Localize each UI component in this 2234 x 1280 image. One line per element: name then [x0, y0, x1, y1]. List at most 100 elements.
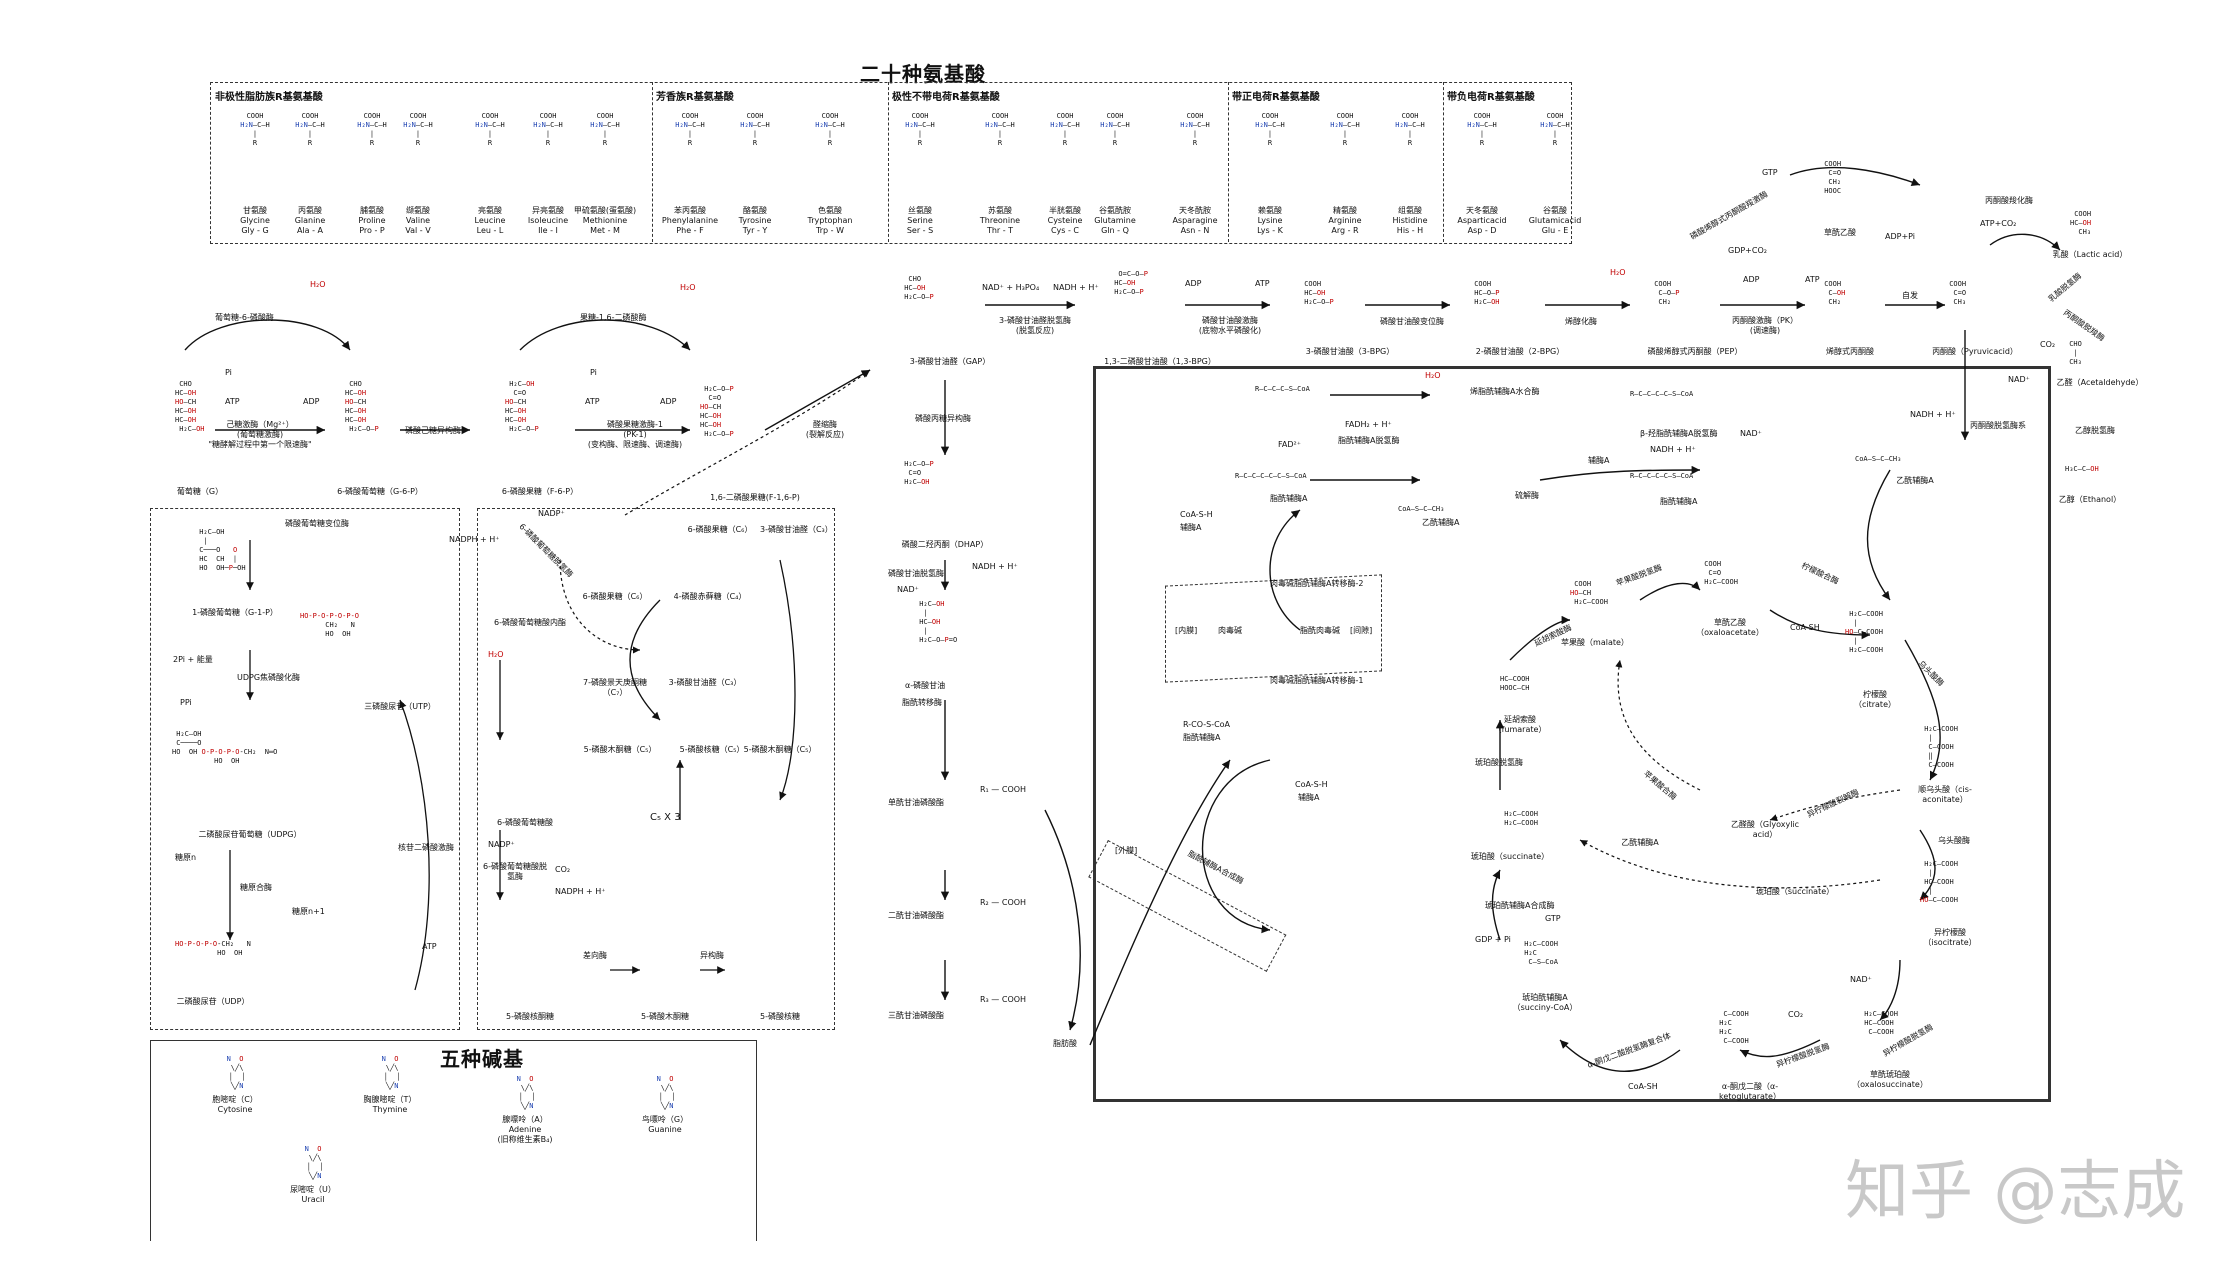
label-succinate: 琥珀酸（succinate） [1470, 852, 1550, 861]
section-label: 带负电荷R基氨基酸 [1447, 92, 1535, 103]
oxaloacetate-structure: COOH C=O CH₂ HOOC [1824, 160, 1842, 195]
cofactor-fad: FAD²⁺ [1278, 440, 1301, 449]
label-acetylcoa-beta: 乙酰辅酶A [1422, 518, 1460, 527]
mitochondria-panel [1093, 366, 2051, 1102]
cofactor-h2o: H₂O [488, 650, 504, 659]
f16bp-structure: H₂C–O–P C=O HO–CH HC–OH HC–OH H₂C–O–P [700, 385, 734, 438]
watermark: 知乎 @志成 [1845, 1155, 2186, 1229]
section-label: 芳香族R基氨基酸 [656, 92, 734, 103]
divider [652, 82, 653, 242]
base-structure: N O \╱\ │ │ ╲╱N [516, 1075, 536, 1110]
enzyme-udpg-ppase: UDPG焦磷酸化酶 [237, 673, 301, 682]
g1p-structure: H₂C–OH | C───O O HC CH | HO OH─P─OH [199, 528, 246, 572]
amino-acid-structure: COOH H₂N–C–H | R [740, 112, 770, 147]
amino-acid-structure: COOH H₂N–C–H | R [1100, 112, 1130, 147]
label-cx3: C₅ X 3 [650, 812, 681, 823]
cofactor-nad-h3po4: NAD⁺ + H₃PO₄ [982, 283, 1040, 292]
cofactor-h2o: H₂O [310, 280, 326, 289]
utp-structure: HO-P-O-P-O-P-O CH₂ N HO OH [300, 612, 360, 638]
bases-panel [150, 1040, 757, 1241]
amino-acid-cn: 缬氨酸 [406, 206, 430, 215]
base-en: Guanine [648, 1125, 682, 1134]
base-en: Uracil [301, 1195, 325, 1204]
amino-acid-en: Proline [358, 216, 386, 225]
amino-acid-code: Cys - C [1050, 226, 1080, 235]
dhap-structure: H₂C–O–P C=O H₂C–OH [900, 460, 934, 486]
oxalosuccinate-structure: H₂C–COOH HC–COOH C–COOH [1864, 1010, 1898, 1036]
amino-acid-structure: COOH H₂N–C–H | R [475, 112, 505, 147]
cofactor-atp-co2: ATP+CO₂ [1980, 219, 2017, 228]
arc-hexokinase [184, 319, 351, 351]
enzyme-pc: 丙酮酸羧化酶 [1985, 196, 2033, 205]
label-oaa: 草酰乙酸（oxaloacetate） [1696, 618, 1764, 637]
section-label: 带正电荷R基氨基酸 [1232, 92, 1320, 103]
amino-acid-code: Asp - D [1467, 226, 1497, 235]
amino-acid-en: Tyrosine [738, 216, 772, 225]
amino-acid-cn: 半胱氨酸 [1049, 206, 1081, 215]
amino-acid-en: Leucine [474, 216, 506, 225]
label-x5p-c5: 5-磷酸木酮糖（C₅） [583, 745, 657, 754]
label-oxaloacetate: 草酰乙酸 [1824, 228, 1856, 237]
section-label: 极性不带电荷R基氨基酸 [892, 92, 1000, 103]
malate-structure: COOH HO–CH H₂C–COOH [1570, 580, 1608, 606]
enzyme-pdh: 丙酮酸脱氢酶系 [1970, 421, 2026, 430]
amino-acid-en: Serine [907, 216, 933, 225]
cofactor-coash: CoA-S-H [1180, 510, 1213, 519]
ketoacyl-structure: R—C—C—C—C—S—CoA [1630, 472, 1694, 480]
cofactor-coash-tca: CoA-SH [1790, 623, 1820, 632]
amino-acid-en: Arginine [1328, 216, 1362, 225]
cofactor-nadh: NADH + H⁺ [1053, 283, 1099, 292]
label-ru5p: 5-磷酸核酮糖 [506, 1012, 554, 1021]
amino-acid-code: Arg - R [1331, 226, 1359, 235]
amino-acid-code: Tyr - Y [742, 226, 768, 235]
label-dhap: 磷酸二羟丙酮（DHAP） [901, 540, 989, 549]
enzyme-pgm-glycogen: 磷酸葡萄糖变位酶 [285, 519, 349, 528]
label-ethanol: 乙醇（Ethanol） [2058, 495, 2122, 504]
acetaldehyde-structure: CHO | CH₃ [2069, 340, 2082, 366]
label-bpg13: 1,3-二磷酸甘油酸（1,3-BPG） [1104, 357, 1216, 366]
enzyme-gapdh: 3-磷酸甘油醛脱氢酶(脱氢反应) [999, 316, 1071, 335]
arrow-malate-synthase [1615, 659, 1701, 791]
label-glycogen-n1: 糖原n+1 [292, 907, 325, 916]
arrow-icl-succinate [1579, 839, 1881, 889]
label-coenzyme-a: 辅酶A [1588, 456, 1610, 465]
amino-acid-code: Phe - F [676, 226, 704, 235]
amino-acid-cn: 甘氨酸 [243, 206, 267, 215]
label-s7p: 7-磷酸景天庚酮糖（C₇） [583, 678, 647, 697]
label-inner: [内膜] [1175, 626, 1198, 635]
cofactor-adp: ADP [303, 397, 320, 406]
label-dag: 二酰甘油磷酸酯 [888, 911, 944, 920]
label-2pg: 2-磷酸甘油酸（2-BPG） [1475, 347, 1565, 356]
label-3pg: 3-磷酸甘油酸（3-BPG） [1305, 347, 1395, 356]
label-enolpyr: 烯醇式丙酮酸 [1826, 347, 1874, 356]
amino-acid-structure: COOH H₂N–C–H | R [1180, 112, 1210, 147]
cofactor-gdp-co2: GDP+CO₂ [1728, 246, 1767, 255]
label-f6p-c6: 6-磷酸果糖（C₆） [582, 592, 648, 601]
label-lpa: 单酰甘油磷酸酯 [888, 798, 944, 807]
amino-acid-code: Leu - L [476, 226, 504, 235]
arrow-ppp-transketolase [629, 599, 661, 721]
enzyme-enoyl-hydratase: 烯脂酰辅酶A水合酶 [1470, 387, 1540, 396]
glucose-structure: CHO HC–OH HO–CH HC–OH HC–OH H₂C–OH [175, 380, 205, 433]
amino-acid-code: Gly - G [241, 226, 269, 235]
label-akg: α-酮戊二酸（α-ketoglutarate） [1719, 1082, 1781, 1101]
fumarate-structure: HC–COOH HOOC–CH [1500, 675, 1530, 692]
amino-acid-en: Glanine [294, 216, 326, 225]
amino-acid-en: Isoleucine [527, 216, 569, 225]
cofactor-atp: ATP [1255, 279, 1270, 288]
cofactor-atp: ATP [225, 397, 240, 406]
enzyme-scs: 琥珀酰辅酶A合成酶 [1485, 901, 1555, 910]
label-acetaldehyde: 乙醛（Acetaldehyde） [2056, 378, 2144, 387]
label-gap: 3-磷酸甘油醛（GAP） [909, 357, 991, 366]
label-e4p: 4-磷酸赤藓糖（C₄） [673, 592, 747, 601]
cofactor-atp: ATP [585, 397, 600, 406]
